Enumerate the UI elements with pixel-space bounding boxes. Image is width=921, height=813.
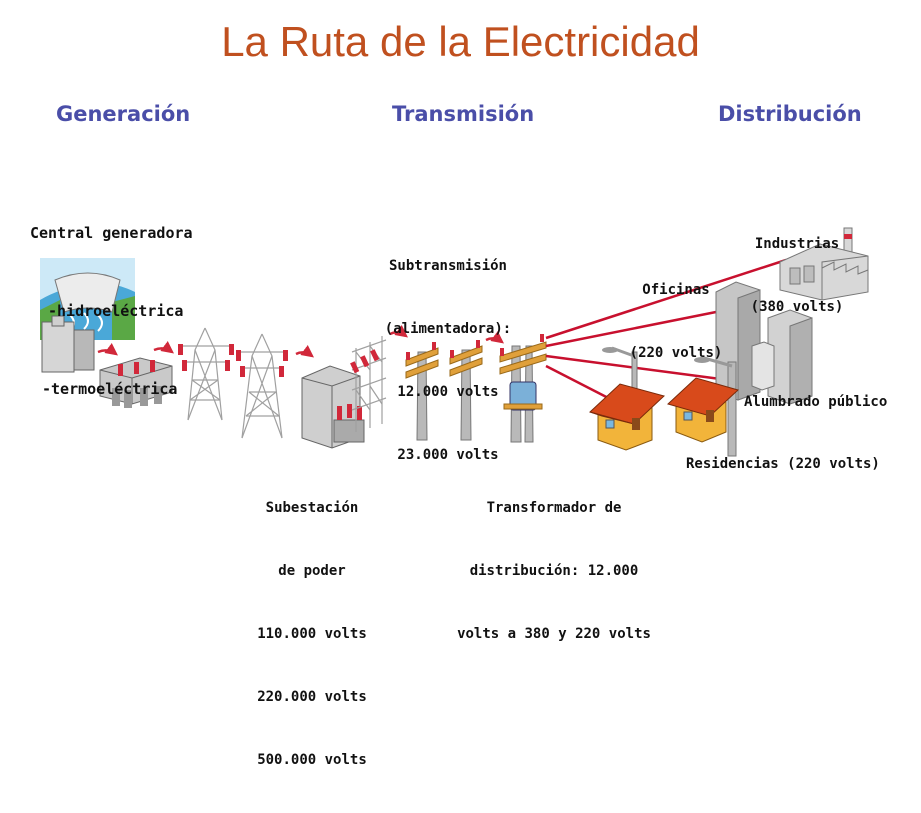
- office-buildings-icon: [715, 281, 813, 405]
- stage-transmission-label: Transmisión: [392, 102, 535, 126]
- stage-distribution-label: Distribución: [718, 102, 862, 126]
- transmission-tower-icon: [236, 333, 288, 439]
- utility-pole-icon: [449, 345, 483, 441]
- insulators: [406, 334, 544, 360]
- street-light-icon: [694, 356, 737, 457]
- electricity-route-diagram: La Ruta de la Electricidad Generación Tr…: [30, 18, 888, 768]
- transmission-tower-icon: [178, 327, 234, 421]
- offices-label: Oficinas (220 volts): [629, 282, 723, 361]
- page-title: La Ruta de la Electricidad: [221, 18, 700, 65]
- power-substation-icon: [301, 365, 365, 449]
- power-plant-label: Central generadora -hidroeléctrica -term…: [30, 224, 193, 398]
- stage-generation-label: Generación: [56, 102, 191, 126]
- hydro-plant-icon: [40, 258, 135, 373]
- industry-icon: [779, 227, 869, 301]
- distribution-transformer-label: Transformador de distribución: 12.000 vo…: [457, 500, 651, 642]
- distribution-transformer-pole-icon: [499, 341, 547, 443]
- industries-label: Industrias (380 volts): [750, 236, 844, 315]
- residences-label: Residencias (220 volts): [686, 456, 880, 472]
- gantry-tower-icon: [350, 336, 387, 432]
- house-icon: [667, 377, 739, 443]
- utility-pole-icon: [405, 347, 439, 441]
- subtransmission-label: Subtransmisión (alimentadora): 12.000 vo…: [384, 258, 512, 463]
- house-icon: [589, 383, 665, 451]
- illustration: [40, 227, 869, 457]
- substation-label: Subestación de poder 110.000 volts 220.0…: [257, 500, 367, 768]
- street-lighting-label: Alumbrado público: [744, 394, 888, 410]
- flow-arrows: [97, 325, 505, 358]
- generator-transformer-icon: [99, 357, 173, 408]
